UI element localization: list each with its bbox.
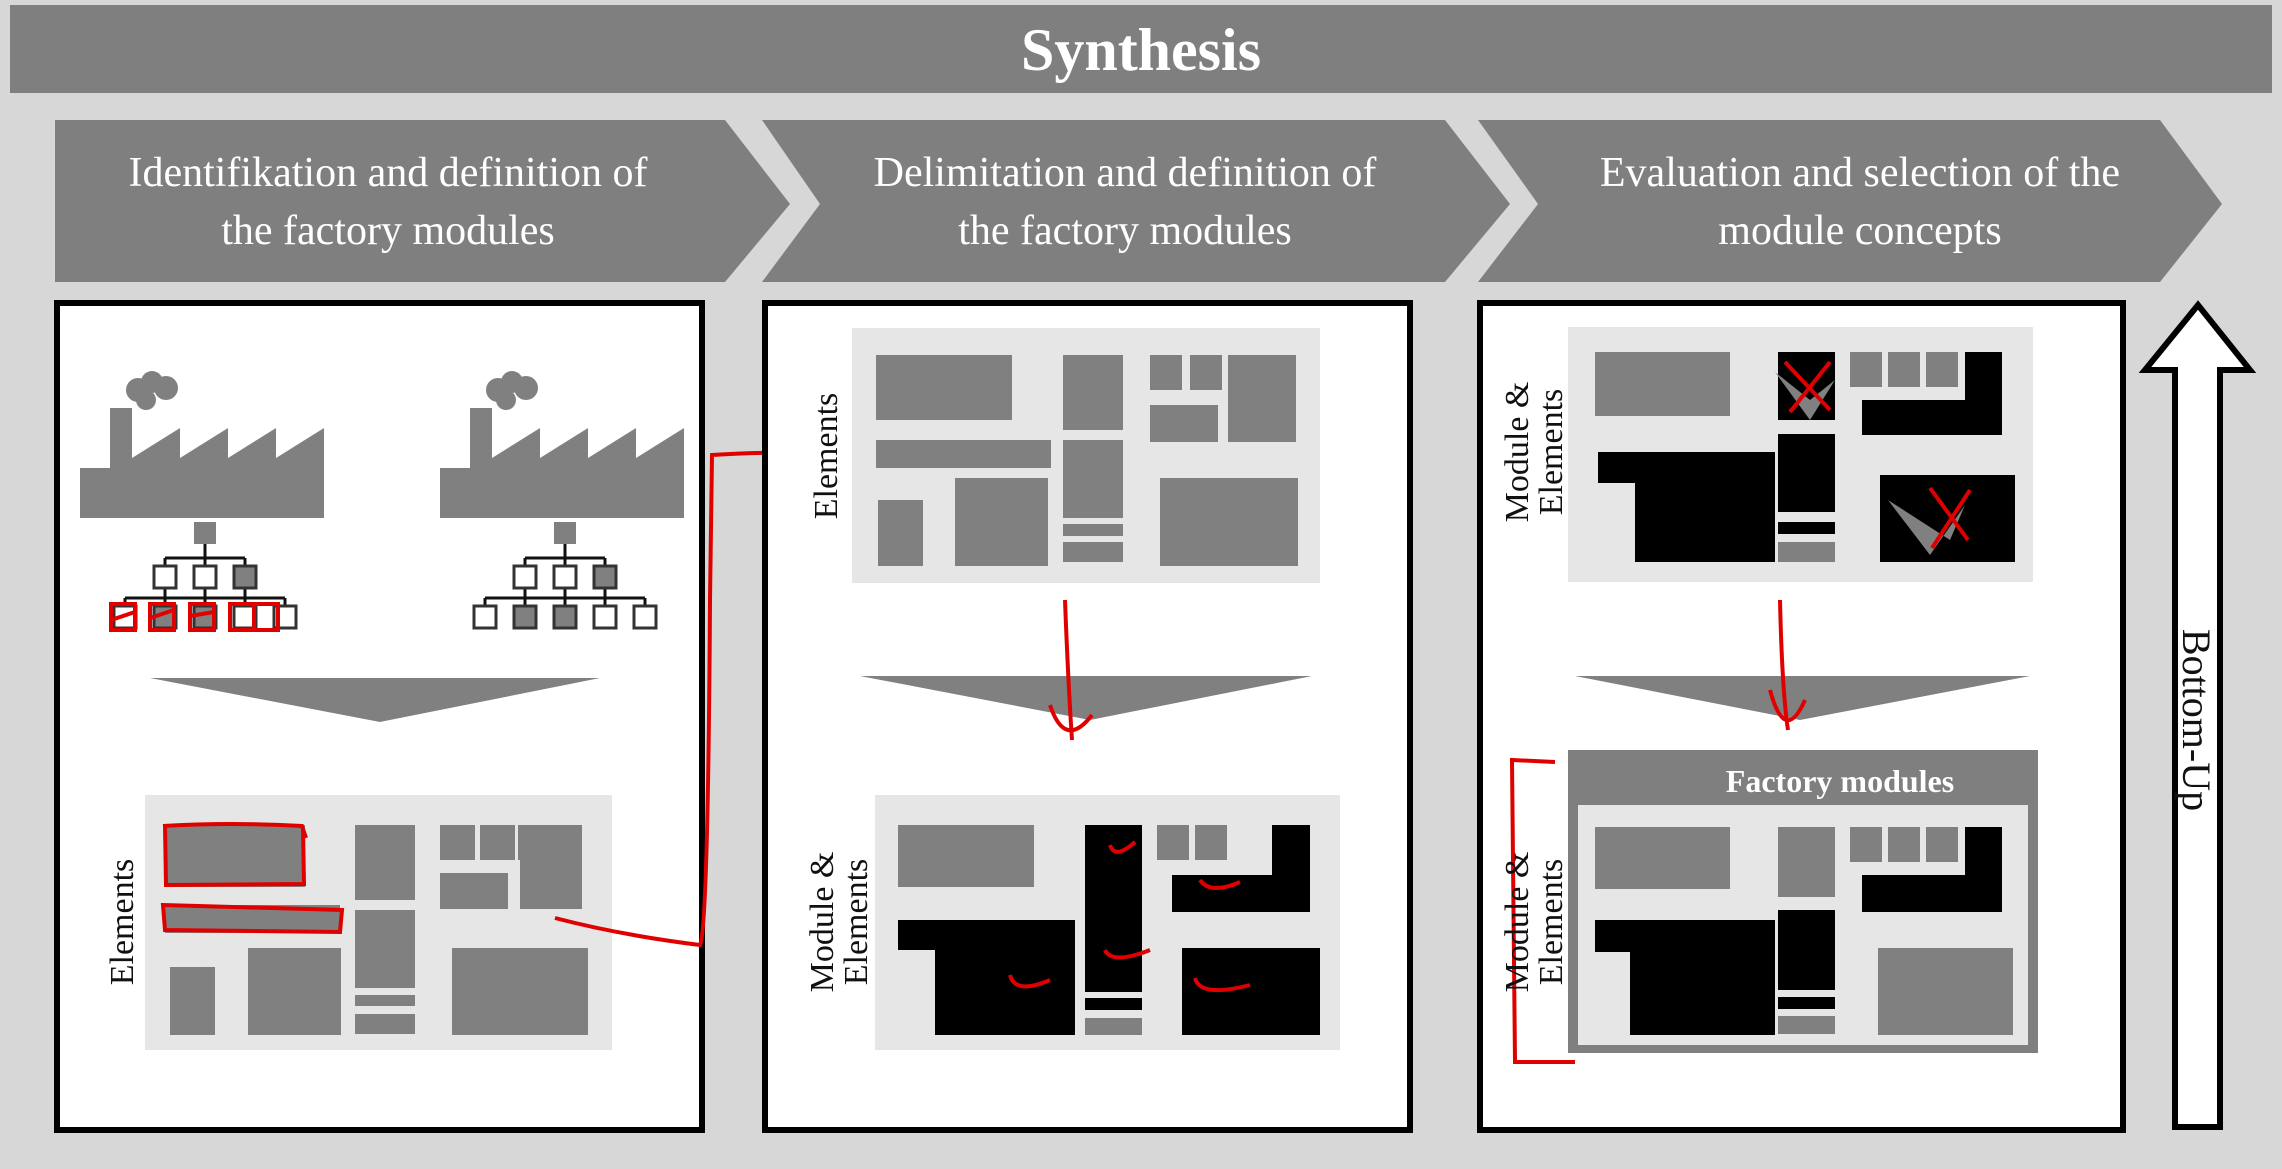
red-down-arrow-2: [1048, 599, 1094, 741]
panel-1-elements-label: Elements: [104, 859, 141, 986]
step-3-label-line1: Evaluation and selection of the: [1600, 150, 2120, 196]
step-2-label-line1: Delimitation and definition of: [874, 150, 1377, 196]
panel-2-bottom-label-line2: Elements: [838, 859, 875, 986]
step-1-chevron: [55, 120, 790, 282]
panel-2-top-label: Elements: [808, 393, 845, 520]
bottom-up-arrow: [2138, 300, 2257, 1130]
funnel-arrow-3: [1575, 676, 2030, 720]
funnel-arrow-1: [150, 678, 600, 722]
step-1-label-line1: Identifikation and definition of: [128, 150, 647, 196]
panel-3-top-label-line2: Elements: [1533, 389, 1570, 516]
bottom-up-label: Bottom-Up: [2174, 629, 2219, 811]
red-annotation-marks: [109, 602, 280, 632]
panel-2-bottom-label-line1: Module &: [804, 852, 841, 993]
panel-3-top-label-line1: Module &: [1499, 382, 1536, 523]
layout-elements-2-top: [876, 355, 1298, 566]
layout-elements-3-bottom: [1595, 827, 2013, 1035]
factory-modules-title: Factory modules: [1726, 763, 1954, 799]
red-cross-marks: [1783, 360, 1972, 550]
step-2-label-line2: the factory modules: [958, 208, 1292, 254]
diagram-title: Synthesis: [1021, 17, 1261, 83]
step-3-chevron: [1478, 120, 2222, 282]
step-3-label-line2: module concepts: [1718, 208, 2001, 254]
red-highlight-elements: [160, 822, 345, 935]
panel-3-bottom-label-line2: Elements: [1533, 859, 1570, 986]
step-1-label-line2: the factory modules: [221, 208, 555, 254]
panel-3-bottom-label-line1: Module &: [1499, 852, 1536, 993]
red-check-marks-2: [1008, 840, 1251, 993]
funnel-arrow-2: [860, 676, 1312, 720]
red-down-arrow-3: [1768, 599, 1807, 731]
layout-elements-3-top: [1595, 352, 2015, 562]
step-2-chevron: [762, 120, 1510, 282]
red-bracket: [1509, 757, 1575, 1064]
header-bar: [10, 5, 2272, 93]
layout-elements-1: [165, 825, 588, 1035]
